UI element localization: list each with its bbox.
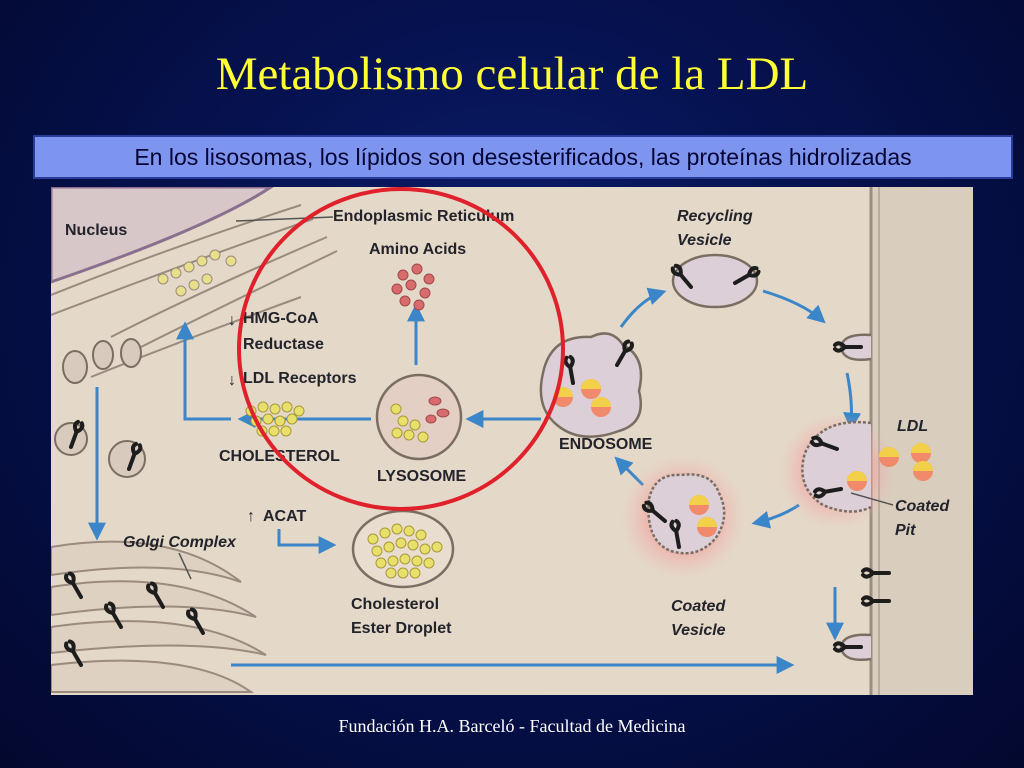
- label-endoplasmic-reticulum: Endoplasmic Reticulum: [333, 208, 514, 225]
- label-acat: ACAT: [263, 508, 306, 525]
- label-recycling-line1: Recycling: [677, 208, 753, 225]
- nucleus-shape: [51, 187, 274, 284]
- droplet-contents: [367, 523, 443, 579]
- recycling-vesicle: [671, 253, 759, 309]
- label-coated-pit-line1: Coated: [895, 498, 950, 515]
- down-arrow-hmg-icon: ↓: [228, 312, 236, 329]
- label-recycling-line2: Vesicle: [677, 232, 732, 249]
- slide-title: Metabolismo celular de la LDL: [215, 48, 809, 100]
- label-hmg-coa: HMG-CoA: [243, 310, 319, 327]
- lysosome-contents: [390, 396, 450, 443]
- transport-vesicles: [54, 338, 146, 478]
- plasma-membrane: [871, 187, 973, 695]
- label-golgi-complex: Golgi Complex: [123, 534, 237, 551]
- membrane-receptors: [833, 333, 891, 661]
- label-endosome: ENDOSOME: [559, 436, 653, 453]
- ldl-metabolism-diagram: Nucleus Endoplasmic Reticulum Golgi Comp…: [51, 187, 973, 695]
- highlight-circle: [237, 187, 565, 511]
- label-droplet-line2: Ester Droplet: [351, 620, 452, 637]
- label-lysosome: LYSOSOME: [377, 468, 467, 485]
- coated-vesicle: [647, 473, 726, 555]
- down-arrow-ldl-receptors-icon: ↓: [228, 372, 236, 389]
- subtitle-box: En los lisosomas, los lípidos son desest…: [33, 135, 1013, 179]
- label-amino-acids: Amino Acids: [369, 241, 466, 258]
- label-coated-pit-line2: Pit: [895, 522, 916, 539]
- label-ldl-receptors: LDL Receptors: [243, 370, 357, 387]
- label-coated-vesicle-line2: Vesicle: [671, 622, 726, 639]
- lysosome: [375, 373, 463, 461]
- label-hmg-reductase: Reductase: [243, 336, 324, 353]
- label-coated-vesicle-line1: Coated: [671, 598, 726, 615]
- amino-acids: [391, 263, 435, 311]
- er-vesicles: [157, 249, 237, 297]
- label-ldl: LDL: [897, 418, 928, 435]
- label-droplet-line1: Cholesterol: [351, 596, 439, 613]
- pathway-arrows: [88, 287, 862, 674]
- subtitle-text: En los lisosomas, los lípidos son desest…: [134, 143, 912, 170]
- label-nucleus: Nucleus: [65, 222, 127, 239]
- footer-text: Fundación H.A. Barceló - Facultad de Med…: [338, 716, 686, 736]
- up-arrow-acat-icon: ↑: [247, 508, 255, 525]
- golgi-complex: [51, 540, 267, 693]
